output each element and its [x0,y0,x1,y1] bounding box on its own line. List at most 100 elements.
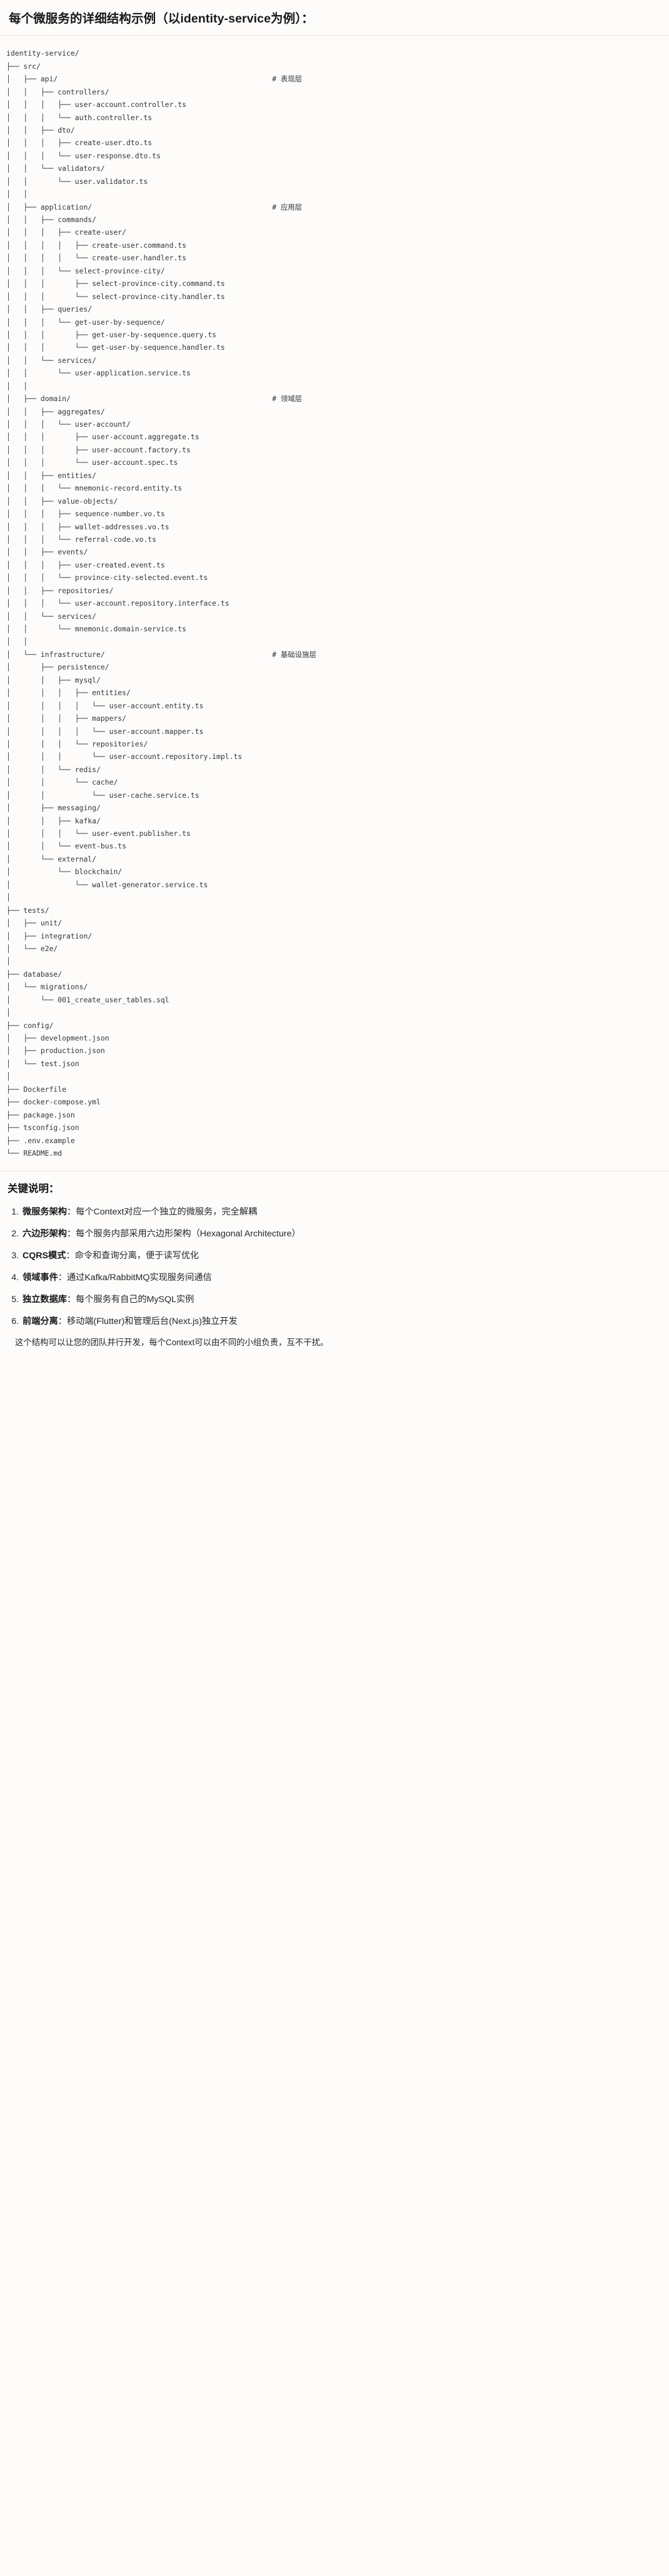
tree-line: │ │ │ ├── entities/ [6,688,131,698]
key-note-item: 前端分离：移动端(Flutter)和管理后台(Next.js)独立开发 [21,1315,661,1328]
key-note-item: 六边形架构：每个服务内部采用六边形架构（Hexagonal Architectu… [21,1227,661,1241]
tree-line: │ ├── messaging/ [6,803,101,813]
closing-note: 这个结构可以让您的团队并行开发，每个Context可以由不同的小组负责，互不干扰… [15,1337,329,1347]
tree-line: │ │ [6,381,28,390]
tree-line: │ │ ├── kafka/ [6,816,101,825]
tree-line: │ │ ├── aggregates/ [6,407,105,416]
tree-line: │ │ ├── entities/ [6,471,97,480]
tree-line: │ [6,1072,11,1081]
tree-line: │ ├── persistence/ [6,663,109,672]
tree-line: │ │ │ └── auth.controller.ts [6,113,153,122]
key-note-description: ：命令和查询分离，便于读写优化 [66,1250,199,1261]
tree-line: │ ├── domain/ # 领域层 [6,394,303,404]
tree-line: │ │ │ │ └── user-account.entity.ts [6,701,204,710]
tree-line: │ │ │ └── province-city-selected.event.t… [6,573,208,583]
tree-line: │ │ │ └── user-account/ [6,420,131,429]
tree-line: │ └── e2e/ [6,944,58,953]
key-note-description: ：移动端(Flutter)和管理后台(Next.js)独立开发 [58,1316,238,1326]
tree-line: │ │ ├── events/ [6,547,88,557]
tree-line: │ │ ├── repositories/ [6,586,114,595]
tree-line: │ │ │ └── mnemonic-record.entity.ts [6,484,183,493]
key-note-term: 领域事件 [23,1272,58,1283]
key-note-term: CQRS模式 [23,1250,66,1261]
tree-line: │ │ │ ├── wallet-addresses.vo.ts [6,522,169,531]
tree-line: │ │ │ └── repositories/ [6,739,148,748]
key-notes-section: 关键说明： 微服务架构：每个Context对应一个独立的微服务，完全解耦六边形架… [0,1171,669,1364]
tree-line: ├── docker-compose.yml [6,1097,101,1107]
tree-line: │ ├── integration/ [6,931,93,940]
tree-line: │ │ │ ├── user-created.event.ts [6,560,165,569]
tree-line: ├── src/ [6,61,41,71]
key-note-term: 独立数据库 [23,1294,67,1305]
tree-line: │ │ └── user-cache.service.ts [6,790,199,800]
tree-line: │ │ ├── value-objects/ [6,496,118,506]
key-note-description: ：每个服务内部采用六边形架构（Hexagonal Architecture） [66,1228,301,1239]
tree-line: │ └── migrations/ [6,982,88,992]
tree-line: │ │ │ └── user-account.repository.interf… [6,599,229,608]
tree-line: ├── tsconfig.json [6,1123,79,1133]
tree-line: │ │ └── services/ [6,611,97,621]
tree-line: │ ├── unit/ [6,919,63,928]
tree-line: │ └── 001_create_user_tables.sql [6,995,169,1004]
page-title: 每个微服务的详细结构示例（以identity-service为例）： [0,0,669,36]
tree-line: │ │ │ └── get-user-by-sequence.handler.t… [6,343,225,352]
tree-line-comment: # 基础设施层 [272,649,316,659]
tree-line-comment: # 应用层 [272,202,303,211]
tree-line: │ │ ├── queries/ [6,305,93,314]
key-note-description: ：每个Context对应一个独立的微服务，完全解耦 [66,1206,258,1217]
tree-line: │ [6,1008,11,1017]
tree-line: ├── .env.example [6,1136,75,1145]
tree-line: ├── config/ [6,1021,54,1030]
tree-line: │ │ │ ├── get-user-by-sequence.query.ts [6,330,217,339]
tree-line: └── README.md [6,1148,63,1158]
tree-line: │ │ │ ├── sequence-number.vo.ts [6,509,165,519]
tree-line: │ │ └── cache/ [6,778,118,787]
key-note-term: 微服务架构 [23,1206,67,1217]
tree-line: │ │ [6,190,28,199]
tree-line: │ │ └── validators/ [6,164,105,173]
tree-line: │ │ │ └── user-account.repository.impl.t… [6,752,243,761]
tree-line: │ │ └── event-bus.ts [6,842,127,851]
document-page: 每个微服务的详细结构示例（以identity-service为例）： ident… [0,0,669,1365]
tree-line: │ │ [6,637,28,646]
tree-line: │ │ └── user-application.service.ts [6,369,191,378]
tree-line-comment: # 表现层 [272,74,303,84]
tree-line: │ └── infrastructure/ # 基础设施层 [6,649,316,659]
tree-line: ├── package.json [6,1110,75,1119]
key-note-term: 前端分离 [23,1316,58,1326]
tree-line: │ │ ├── commands/ [6,215,97,224]
tree-line: │ │ │ ├── create-user.dto.ts [6,138,153,148]
tree-line: │ │ ├── controllers/ [6,87,109,96]
tree-line: │ [6,957,11,966]
tree-line: │ │ └── services/ [6,355,97,365]
tree-line: │ │ │ ├── user-account.factory.ts [6,445,191,454]
tree-line: │ [6,893,11,902]
tree-line: │ │ │ └── select-province-city/ [6,266,165,275]
tree-line: ├── database/ [6,969,63,979]
key-note-description: ：每个服务有自己的MySQL实例 [66,1294,194,1305]
tree-line-comment: # 领域层 [272,394,303,404]
tree-line: │ │ ├── mysql/ [6,675,101,685]
tree-line: │ │ │ │ └── user-account.mapper.ts [6,726,204,736]
tree-line: identity-service/ [6,49,79,58]
tree-line: │ │ └── mnemonic.domain-service.ts [6,624,187,633]
tree-line: │ ├── api/ # 表现层 [6,74,303,84]
tree-line: │ └── test.json [6,1059,79,1068]
tree-line: │ │ │ │ └── create-user.handler.ts [6,253,187,263]
tree-line: │ │ │ └── select-province-city.handler.t… [6,292,225,301]
tree-line: │ │ │ └── user-event.publisher.ts [6,829,191,838]
tree-line: │ ├── production.json [6,1046,105,1056]
tree-line: ├── tests/ [6,905,49,915]
tree-line: │ └── wallet-generator.service.ts [6,880,208,889]
tree-line: │ ├── application/ # 应用层 [6,202,303,211]
key-note-item: 微服务架构：每个Context对应一个独立的微服务，完全解耦 [21,1205,661,1219]
tree-line: │ │ │ ├── create-user/ [6,228,127,237]
tree-line: │ │ │ ├── user-account.aggregate.ts [6,432,199,442]
tree-line: │ │ │ ├── user-account.controller.ts [6,100,187,109]
tree-line: │ │ │ └── user-account.spec.ts [6,458,178,467]
tree-line: │ │ │ └── get-user-by-sequence/ [6,317,165,327]
tree-line: │ │ └── user.validator.ts [6,176,148,186]
key-notes-title: 关键说明： [8,1183,59,1195]
key-note-term: 六边形架构 [23,1228,67,1239]
tree-line: │ │ │ ├── mappers/ [6,714,127,723]
